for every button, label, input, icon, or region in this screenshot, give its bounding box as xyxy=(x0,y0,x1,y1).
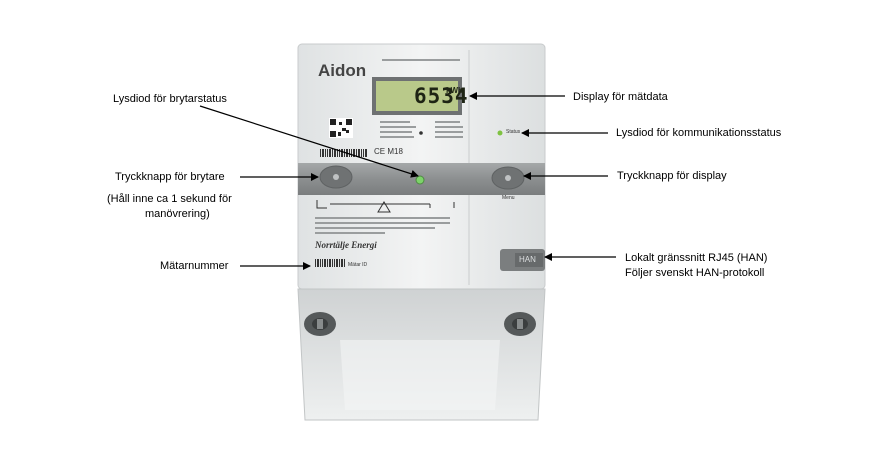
label-display: Display för mätdata xyxy=(573,90,668,105)
arrow-breaker-led xyxy=(200,106,418,176)
label-comm-led: Lysdiod för kommunikationsstatus xyxy=(616,126,781,141)
label-breaker-button: Tryckknapp för brytare xyxy=(115,170,225,185)
label-display-button: Tryckknapp för display xyxy=(617,169,727,184)
label-han-line1: Lokalt gränssnitt RJ45 (HAN) xyxy=(625,251,767,266)
label-breaker-led: Lysdiod för brytarstatus xyxy=(113,92,227,107)
label-han-line2: Följer svenskt HAN-protokoll xyxy=(625,266,764,281)
label-breaker-note-line2: manövrering) xyxy=(145,207,210,222)
label-meter-number: Mätarnummer xyxy=(160,259,228,274)
label-breaker-note-line1: (Håll inne ca 1 sekund för xyxy=(107,192,232,207)
